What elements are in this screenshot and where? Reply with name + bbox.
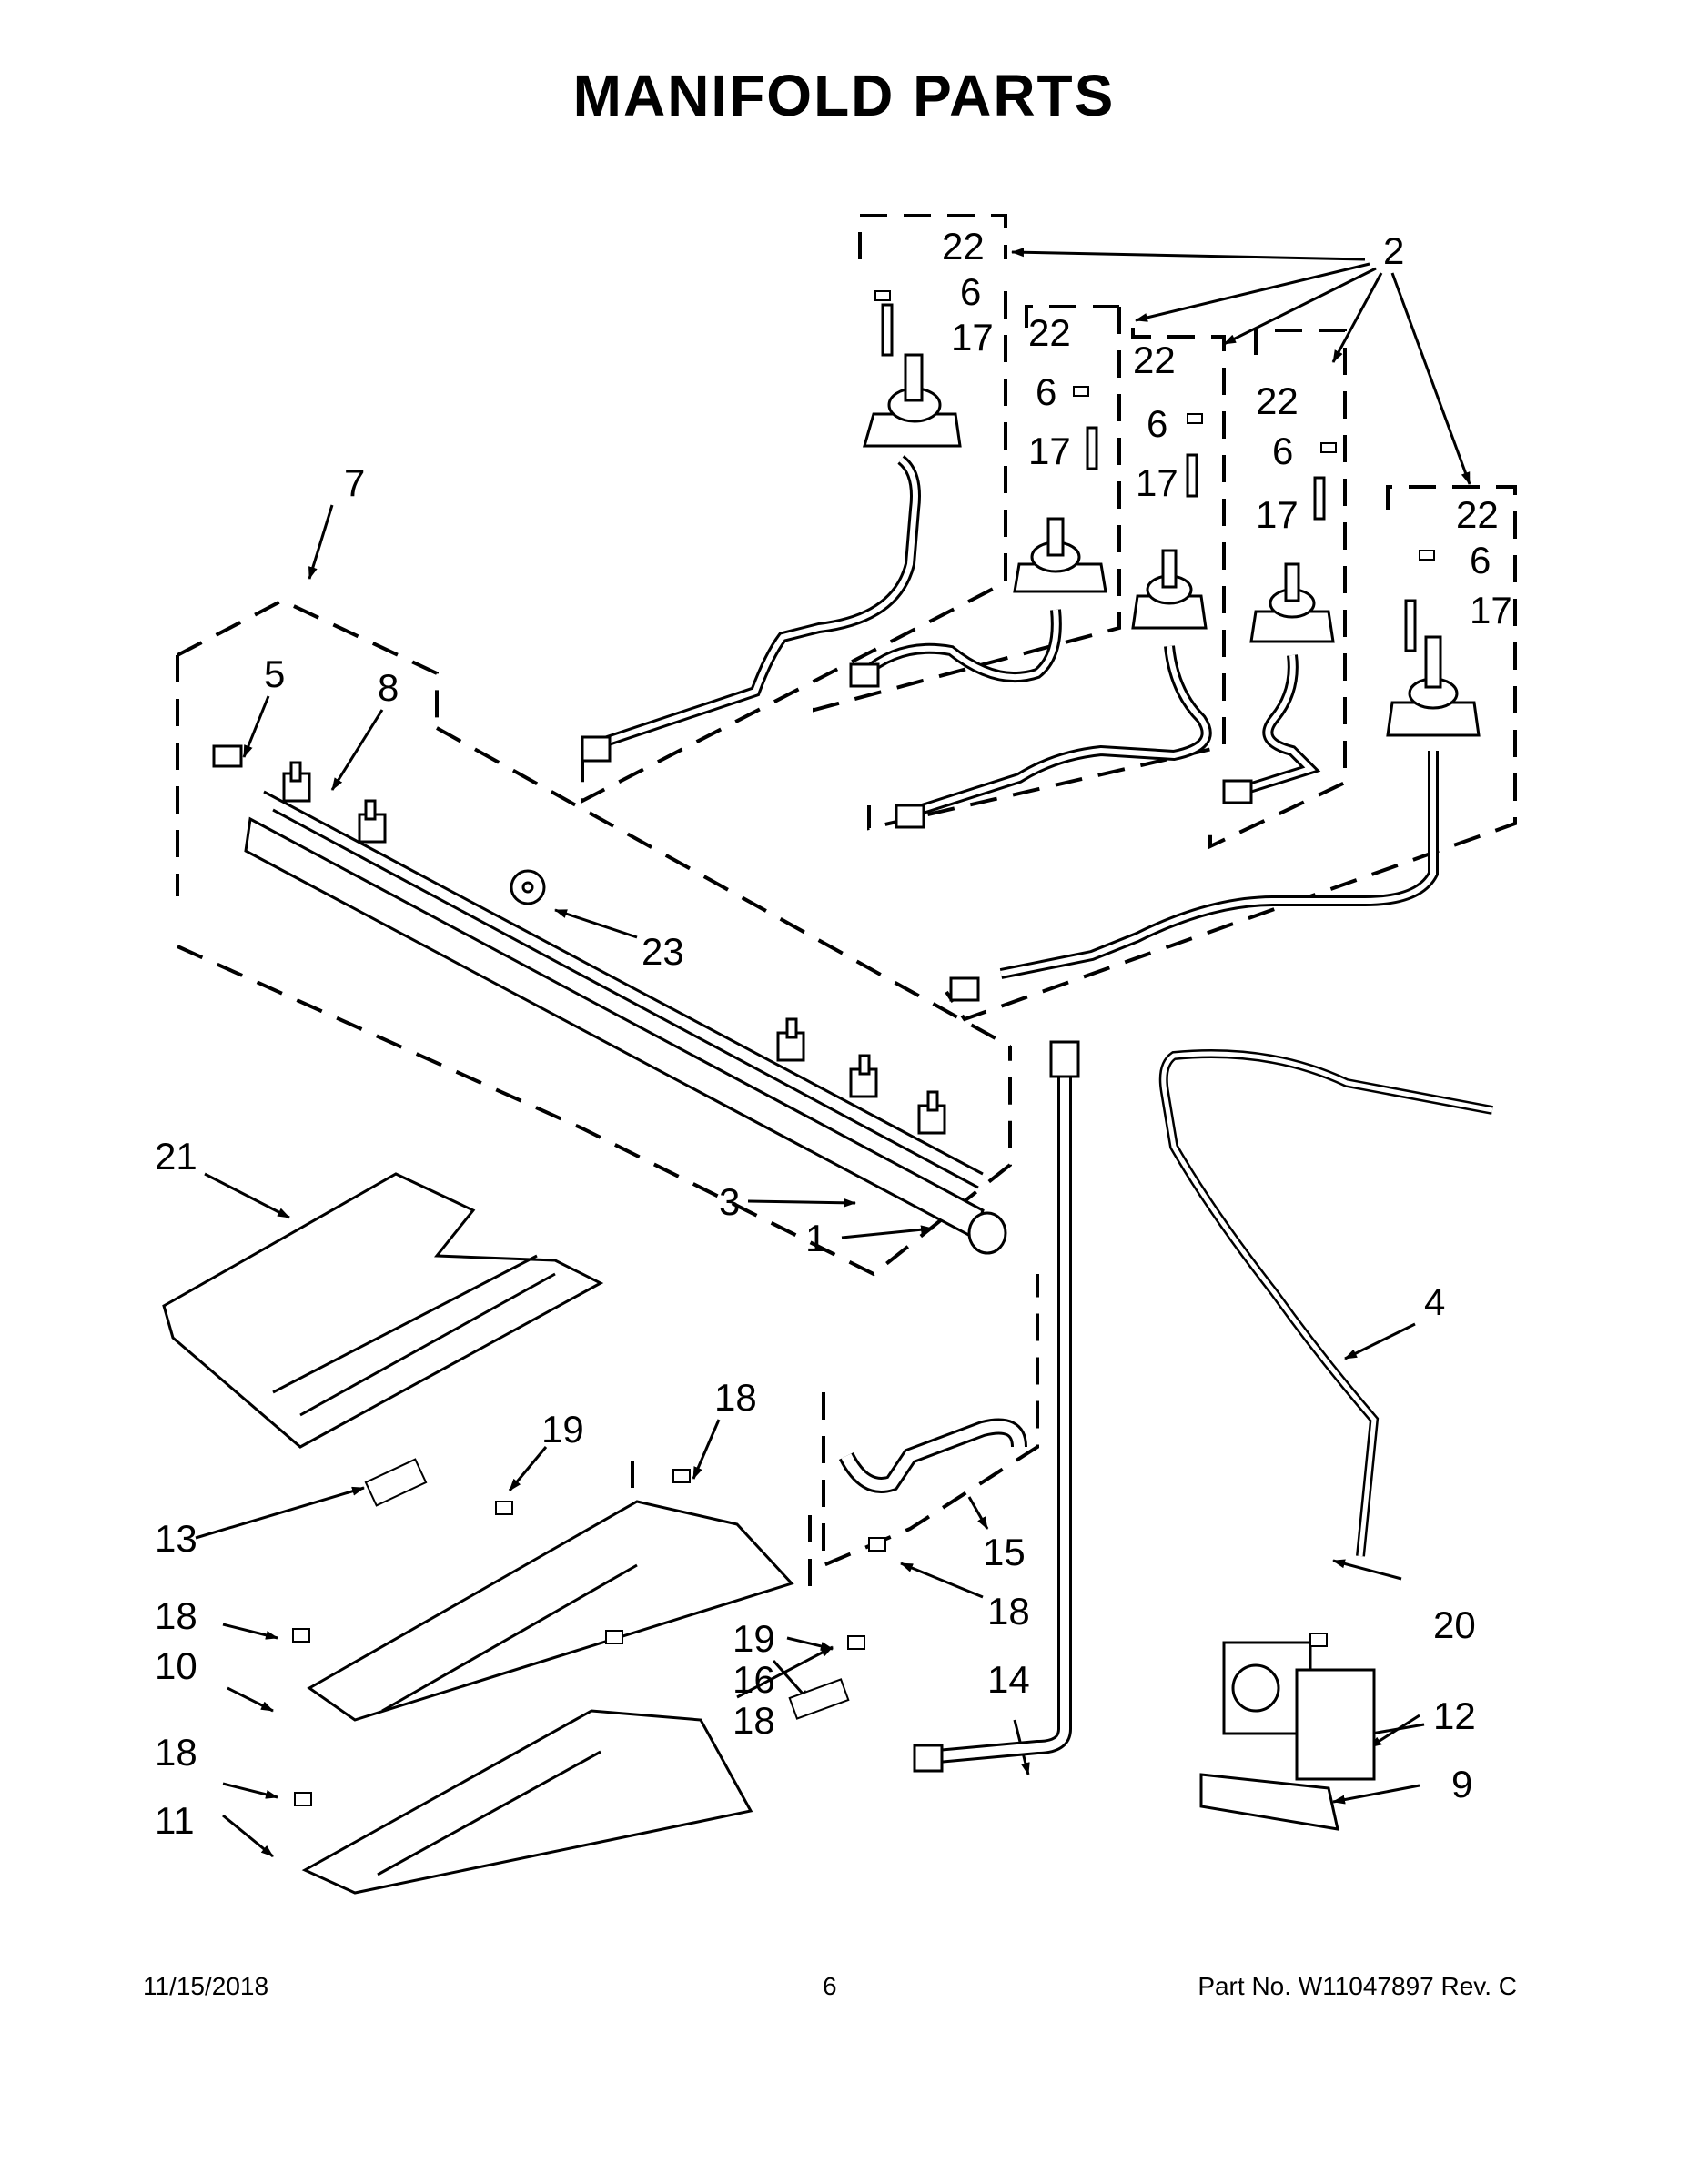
callout-17: 17 (951, 316, 994, 359)
valve-5 (949, 599, 1481, 1002)
callout-3: 3 (719, 1180, 740, 1223)
page-title: MANIFOLD PARTS (572, 63, 1116, 128)
callout-4: 4 (1424, 1280, 1445, 1323)
callout-5: 5 (264, 652, 285, 695)
valve-3 (895, 453, 1212, 829)
callout-1: 1 (805, 1217, 826, 1259)
valve-group-5-outline (945, 485, 1517, 1022)
callout-18: 18 (733, 1699, 775, 1742)
callout-18: 18 (155, 1731, 197, 1774)
callout-10: 10 (155, 1644, 197, 1687)
callout-12: 12 (1433, 1694, 1476, 1737)
callout-16: 16 (733, 1658, 775, 1701)
valve-group-4-outline (1208, 329, 1347, 850)
callout-17: 17 (1256, 493, 1299, 536)
valve-group-1-outline (581, 214, 1007, 804)
gas-supply-tube (913, 1040, 1080, 1773)
callout-18: 18 (714, 1376, 757, 1419)
callout-17: 17 (1470, 589, 1512, 632)
gas-valve (1199, 1641, 1376, 1831)
burner-valve-groups (176, 214, 1517, 1602)
callout-15: 15 (983, 1531, 1026, 1573)
clips (874, 290, 1435, 561)
broil-burner (301, 1709, 753, 1895)
footer-part-number: Part No. W11047897 Rev. C (1198, 1972, 1517, 2000)
valve-1 (581, 303, 962, 763)
hardware (292, 1458, 1328, 1806)
callout-22: 22 (1028, 311, 1071, 354)
footer-page-number: 6 (823, 1972, 837, 2000)
oven-burners (301, 1500, 794, 1895)
pipe-group-outline (822, 1274, 1039, 1569)
callout-11: 11 (155, 1799, 195, 1842)
callout-19: 19 (541, 1408, 584, 1451)
washer (510, 869, 546, 905)
callout-6: 6 (1036, 370, 1056, 413)
callout-8: 8 (378, 666, 399, 709)
callout-22: 22 (1133, 339, 1176, 381)
callout-19: 19 (733, 1617, 775, 1660)
valve-group-3-outline (867, 328, 1226, 831)
callout-6: 6 (1272, 430, 1293, 472)
callout-13: 13 (155, 1517, 197, 1560)
thermocouple-tube (1158, 1049, 1493, 1557)
callout-9: 9 (1451, 1763, 1472, 1805)
callout-18: 18 (987, 1590, 1030, 1633)
burner-valves (581, 290, 1481, 1002)
callout-6: 6 (1470, 539, 1491, 581)
callout-22: 22 (1456, 493, 1499, 536)
callout-6: 6 (960, 270, 981, 313)
oven-burner-group-outline (631, 1461, 812, 1602)
callout-6: 6 (1147, 402, 1167, 445)
callout-23: 23 (642, 930, 684, 973)
callout-17: 17 (1028, 430, 1071, 472)
footer-date: 11/15/2018 (143, 1972, 269, 2000)
heat-shield (162, 1172, 604, 1449)
callout-21: 21 (155, 1135, 197, 1178)
bake-burner (307, 1500, 794, 1722)
callout-2: 2 (1383, 229, 1404, 272)
elbow-pipe (838, 1418, 1027, 1493)
manifold-group-outline (176, 598, 1012, 1277)
callout-labels: 2 22 6 17 22 6 17 22 6 17 22 6 17 22 6 1… (155, 225, 1512, 1842)
callout-17: 17 (1136, 461, 1178, 504)
callout-18: 18 (155, 1594, 197, 1637)
valve-4 (1222, 476, 1335, 804)
callout-22: 22 (942, 225, 985, 268)
valve-group-2-outline (813, 305, 1121, 713)
callout-14: 14 (987, 1658, 1030, 1701)
callout-20: 20 (1433, 1603, 1476, 1646)
manifold-assembly (212, 744, 1007, 1255)
valve-2 (849, 426, 1107, 688)
callout-22: 22 (1256, 379, 1299, 422)
callout-7: 7 (344, 461, 365, 504)
